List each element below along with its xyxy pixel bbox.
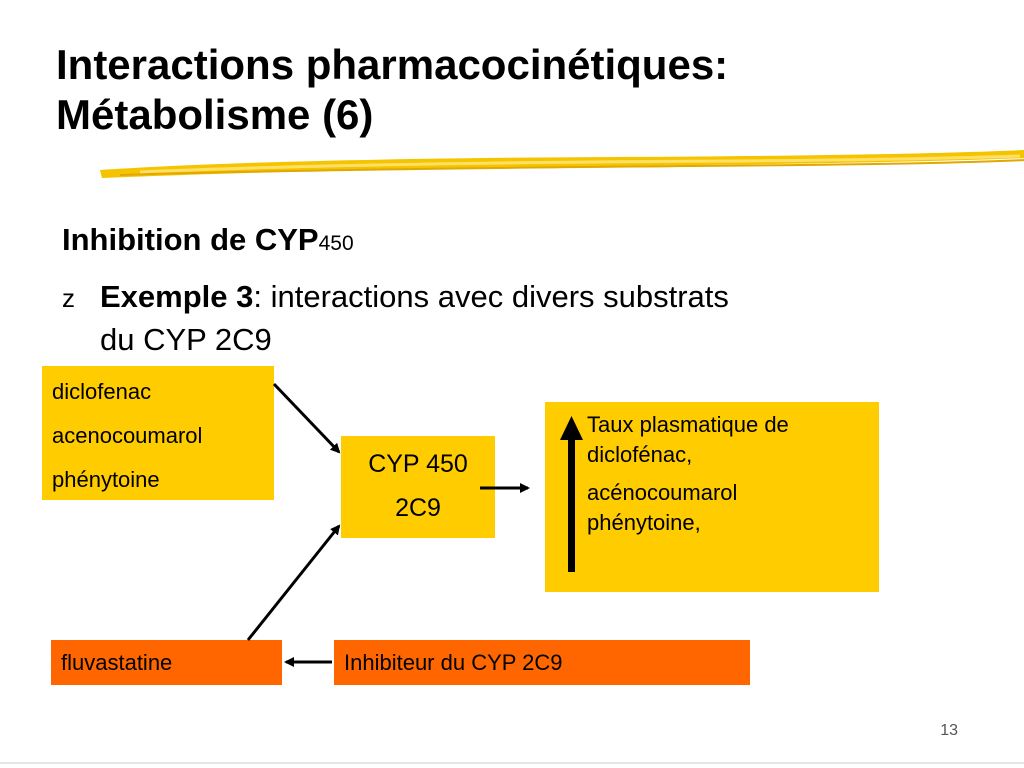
arrow-inhibitor-to-enzyme [246, 524, 341, 641]
bullet-text-line-2: du CYP 2C9 [100, 322, 272, 357]
enzyme-isoform: 2C9 [395, 494, 441, 522]
bullet-text: : interactions avec divers substrats [253, 279, 729, 314]
inhibitor-role-box: Inhibiteur du CYP 2C9 [334, 640, 750, 685]
arrow-substrates-to-enzyme [272, 382, 341, 454]
page-number: 13 [940, 722, 958, 739]
substrates-box: diclofenac acenocoumarol phénytoine [42, 366, 274, 500]
bullet-bold-label: Exemple 3 [100, 279, 254, 314]
footer-divider [0, 762, 1024, 764]
inhibitor-role-label: Inhibiteur du CYP 2C9 [344, 650, 563, 675]
title-line-1: Interactions pharmacocinétiques: [56, 41, 729, 88]
inhibitor-drug-box: fluvastatine [51, 640, 282, 685]
bullet-glyph-icon: z [62, 283, 75, 313]
slide-title: Interactions pharmacocinétiques: Métabol… [56, 40, 996, 140]
enzyme-box: CYP 450 2C9 [341, 436, 495, 538]
increase-up-arrow-icon [560, 416, 583, 572]
result-line-3: acénocoumarol [587, 480, 738, 505]
section-heading-main: Inhibition de CYP [62, 222, 319, 257]
title-line-2: Métabolisme (6) [56, 91, 374, 138]
inhibitor-drug-label: fluvastatine [61, 650, 173, 675]
result-line-1: Taux plasmatique de [587, 412, 789, 437]
bullet-example: z Exemple 3: interactions avec divers sub… [62, 276, 962, 361]
enzyme-name: CYP 450 [368, 450, 468, 478]
section-heading: Inhibition de CYP450 [62, 220, 354, 264]
result-box: Taux plasmatique de diclofénac, acénocou… [545, 402, 879, 592]
section-heading-small: 450 [318, 232, 354, 255]
brush-stroke-decoration [100, 150, 1024, 178]
substrate-item: diclofenac [52, 379, 152, 404]
substrate-item: acenocoumarol [52, 423, 203, 448]
result-line-2: diclofénac, [587, 442, 693, 467]
substrate-item: phénytoine [52, 467, 160, 492]
result-line-4: phénytoine, [587, 510, 701, 535]
